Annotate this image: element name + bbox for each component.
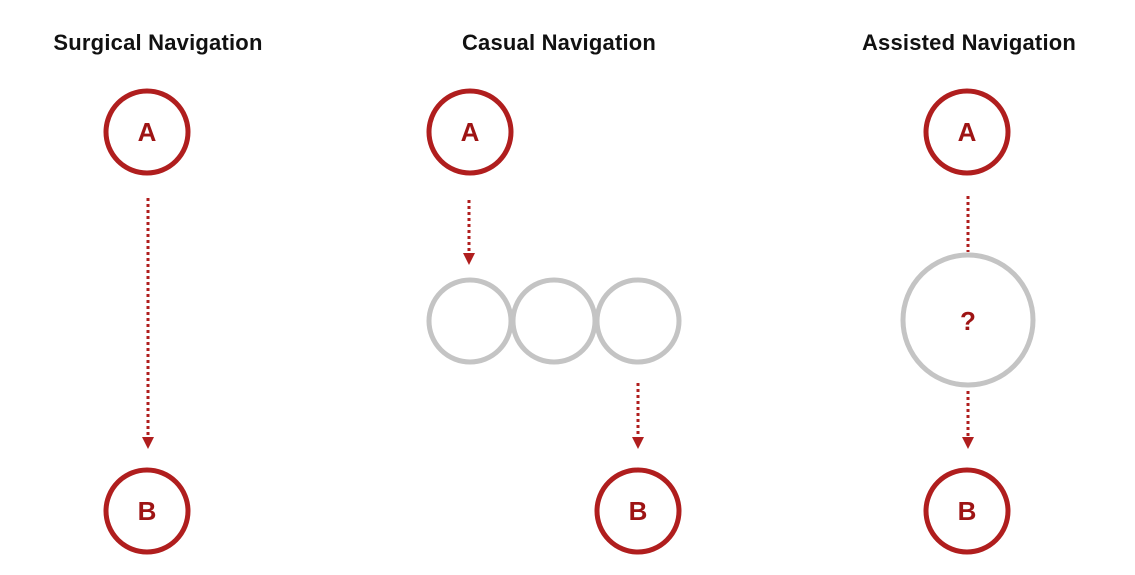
assisted-navigation-group: A ? B [900,88,1036,555]
surgical-node-b-label: B [138,496,157,526]
surgical-node-a-label: A [138,117,157,147]
casual-intermediate-node-2 [510,277,598,365]
assisted-node-a-label: A [958,117,977,147]
casual-node-a [426,88,514,176]
surgical-navigation-title: Surgical Navigation [53,30,263,55]
casual-node-b [594,467,682,555]
assisted-helper-node-label: ? [960,306,976,336]
casual-navigation-title: Casual Navigation [461,30,657,55]
assisted-node-b [923,467,1011,555]
assisted-navigation-title: Assisted Navigation [861,30,1077,55]
casual-node-a-label: A [461,117,480,147]
surgical-node-a [103,88,191,176]
assisted-node-a [923,88,1011,176]
assisted-node-b-label: B [958,496,977,526]
casual-intermediate-node-3 [594,277,682,365]
surgical-node-b [103,467,191,555]
casual-navigation-group: A B [426,88,682,555]
assisted-helper-node [900,252,1036,388]
casual-intermediate-node-1 [426,277,514,365]
surgical-navigation-group: A B [103,88,191,555]
casual-node-b-label: B [629,496,648,526]
